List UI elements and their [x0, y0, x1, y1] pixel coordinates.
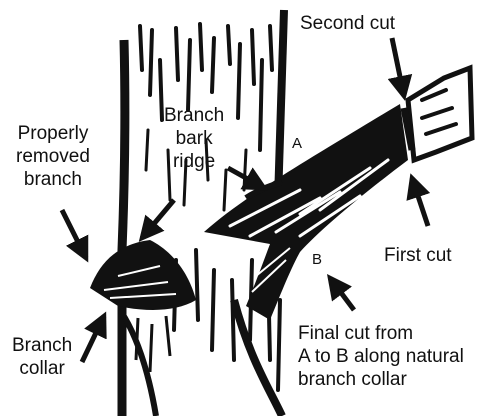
label-final-cut-line-1: Final cut from — [298, 322, 464, 345]
removed-branch-end — [404, 68, 472, 160]
label-first-cut: First cut — [384, 244, 452, 267]
branch-collar-stub — [90, 240, 196, 416]
label-branch-collar-line-2: collar — [12, 357, 72, 380]
arrow-bark-ridge — [142, 200, 174, 238]
point-b-label: B — [312, 252, 322, 268]
arrow-first-cut — [412, 178, 428, 226]
label-branch-collar-line-1: Branch — [12, 334, 72, 357]
arrow-second-cut — [392, 38, 404, 96]
point-a-label: A — [292, 136, 302, 152]
arrow-branch-collar — [82, 316, 104, 362]
label-properly-removed-line-3: branch — [16, 168, 90, 191]
cut-branch — [204, 104, 408, 320]
label-branch-collar: Branch collar — [12, 334, 72, 380]
label-properly-removed: Properly removed branch — [16, 122, 90, 191]
arrow-icon — [62, 38, 428, 362]
label-branch-bark-ridge-line-1: Branch — [164, 104, 224, 127]
arrow-properly-removed — [62, 210, 86, 258]
label-final-cut-line-2: A to B along natural — [298, 345, 464, 368]
label-final-cut-line-3: branch collar — [298, 368, 464, 391]
label-branch-bark-ridge: Branch bark ridge — [164, 104, 224, 173]
label-final-cut: Final cut from A to B along natural bran… — [298, 322, 464, 391]
arrow-final-cut — [330, 278, 354, 310]
label-branch-bark-ridge-line-2: bark — [164, 127, 224, 150]
label-properly-removed-line-1: Properly — [16, 122, 90, 145]
label-properly-removed-line-2: removed — [16, 145, 90, 168]
label-branch-bark-ridge-line-3: ridge — [164, 150, 224, 173]
label-second-cut: Second cut — [300, 12, 395, 35]
